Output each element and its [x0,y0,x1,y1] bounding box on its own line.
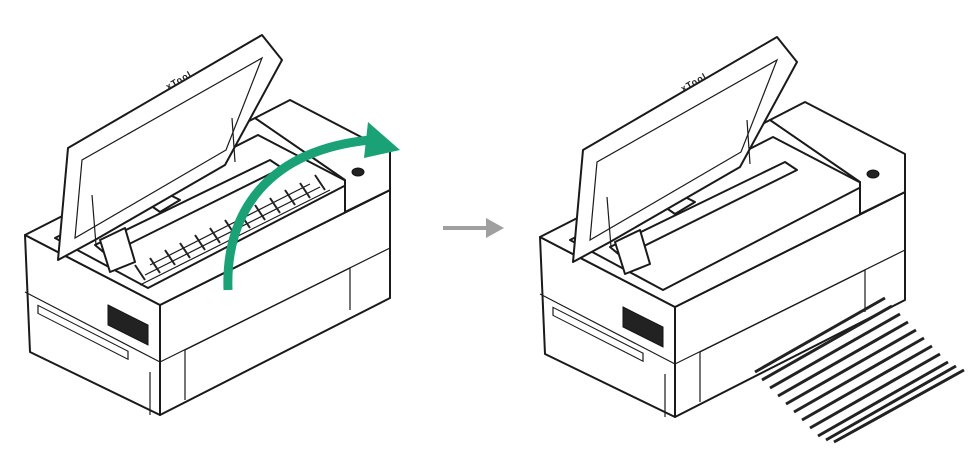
machine-step-2 [539,36,906,418]
machine-step-1 [24,34,400,416]
lift-out-arrowhead-icon [364,122,400,158]
lift-out-arrow-icon [223,135,371,291]
next-step-arrow-icon [443,218,504,238]
installed-honeycomb-slats [134,174,331,286]
removed-honeycomb-slats [754,296,965,444]
